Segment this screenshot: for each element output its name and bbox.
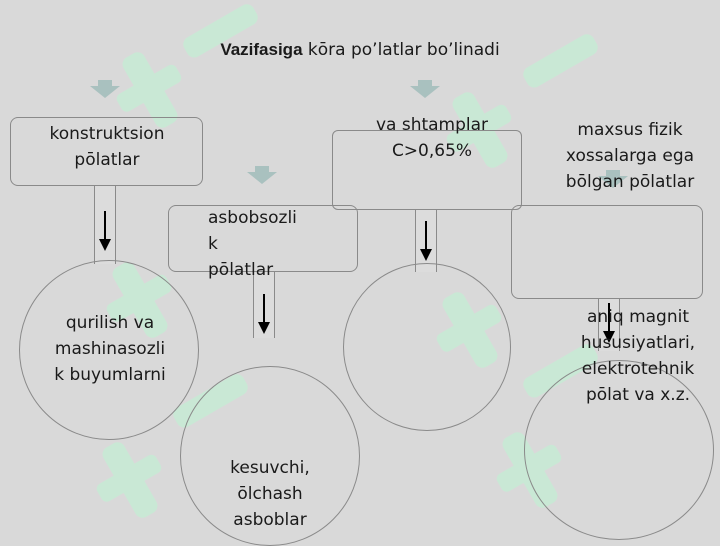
top-arrow-left-icon bbox=[90, 80, 120, 98]
down-arrow-1-icon bbox=[99, 211, 111, 251]
box-shtamplar bbox=[332, 130, 522, 210]
diagram-title: Vazifasiga kōra po’latlar bo’linadi bbox=[0, 38, 720, 62]
konstruktsion-label: konstruktsion pōlatlar bbox=[49, 124, 165, 170]
shtamplar-label: va shtamplar C>0,65% bbox=[375, 115, 489, 161]
box-konstruktsion bbox=[10, 117, 203, 186]
box-asbobsozlik bbox=[168, 205, 358, 272]
title-rest: kōra po’latlar bo’linadi bbox=[302, 40, 500, 60]
top-arrow-right-icon bbox=[410, 80, 440, 98]
down-arrow-3-icon bbox=[420, 221, 432, 261]
mid-arrow-maxsus-icon bbox=[598, 170, 628, 188]
circle-qurilish bbox=[19, 260, 199, 440]
title-bold: Vazifasiga bbox=[220, 40, 303, 59]
down-arrow-2-icon bbox=[258, 294, 270, 334]
asbobsozlik-label: asbobsozli k pōlatlar bbox=[208, 208, 297, 280]
qurilish-label: qurilish va mashinasozli k buyumlarni bbox=[54, 313, 166, 385]
kesuvchi-label: kesuvchi, ōlchash asboblar bbox=[230, 458, 310, 530]
down-arrow-4-icon bbox=[603, 303, 615, 343]
maxsus-label: maxsus fizik xossalarga ega bōlgan pōlat… bbox=[565, 120, 695, 192]
circle-shtamplar bbox=[343, 263, 511, 431]
magnit-label: anіq magnit hususiyatlari, elektrotehnik… bbox=[580, 307, 696, 405]
box-maxsus bbox=[511, 205, 703, 299]
mid-arrow-asbob-icon bbox=[247, 166, 277, 184]
